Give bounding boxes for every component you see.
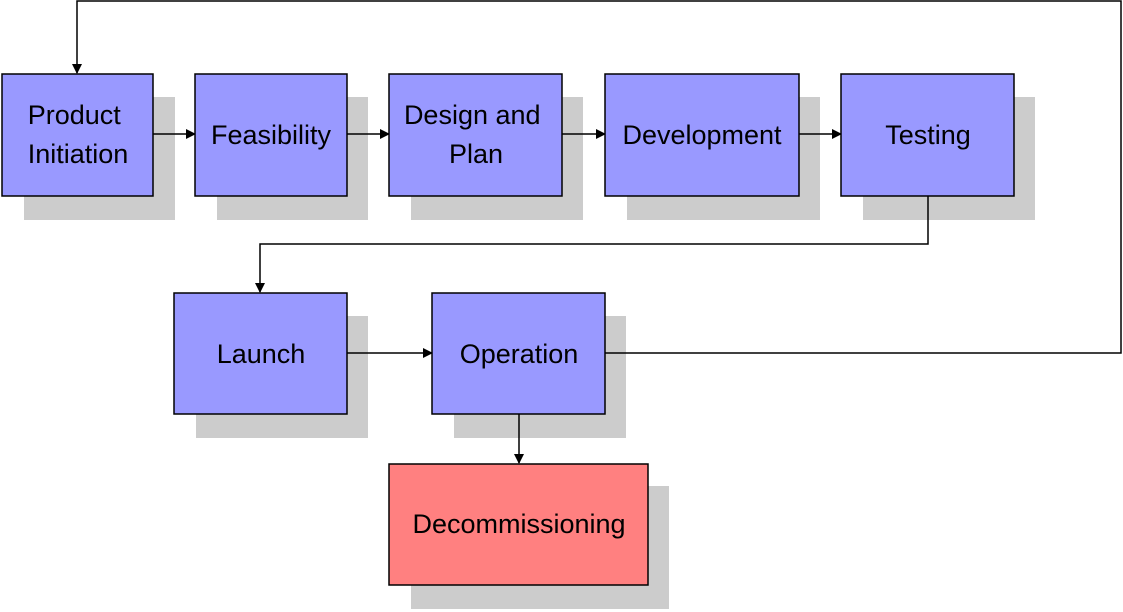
product-initiation-label: Product Initiation <box>28 100 129 169</box>
product-initiation-label-line-1: Product <box>28 100 122 130</box>
feasibility-label-line-1: Feasibility <box>211 120 332 150</box>
operation-box <box>431 292 606 415</box>
node-labels: Product Initiation Feasibility Design an… <box>28 100 971 539</box>
connectors <box>72 0 1122 464</box>
product-initiation-box <box>1 73 154 197</box>
feasibility-label: Feasibility <box>211 120 332 150</box>
arrow-testing-to-launch <box>255 196 929 293</box>
design-plan-box <box>388 73 563 197</box>
launch-label: Launch <box>217 339 306 369</box>
development-box <box>604 73 800 197</box>
operation-label-line-1: Operation <box>460 339 579 369</box>
design-plan-label-line-1: Design and <box>404 100 541 130</box>
decommissioning-label-line-1: Decommissioning <box>412 509 625 539</box>
launch-box <box>173 292 348 415</box>
arrow-operation-feedback-loop <box>72 0 1122 354</box>
operation-label: Operation <box>460 339 579 369</box>
testing-label: Testing <box>885 120 971 150</box>
development-label-line-1: Development <box>622 120 782 150</box>
decommissioning-label: Decommissioning <box>412 509 625 539</box>
design-plan-label: Design and Plan <box>404 100 548 169</box>
design-plan-label-line-2: Plan <box>449 139 503 169</box>
decommissioning-box <box>388 463 649 586</box>
development-label: Development <box>622 120 782 150</box>
launch-label-line-1: Launch <box>217 339 306 369</box>
testing-label-line-1: Testing <box>885 120 971 150</box>
node-boxes <box>1 73 1015 586</box>
product-initiation-label-line-2: Initiation <box>28 139 129 169</box>
testing-box <box>840 73 1015 197</box>
feasibility-box <box>194 73 348 197</box>
